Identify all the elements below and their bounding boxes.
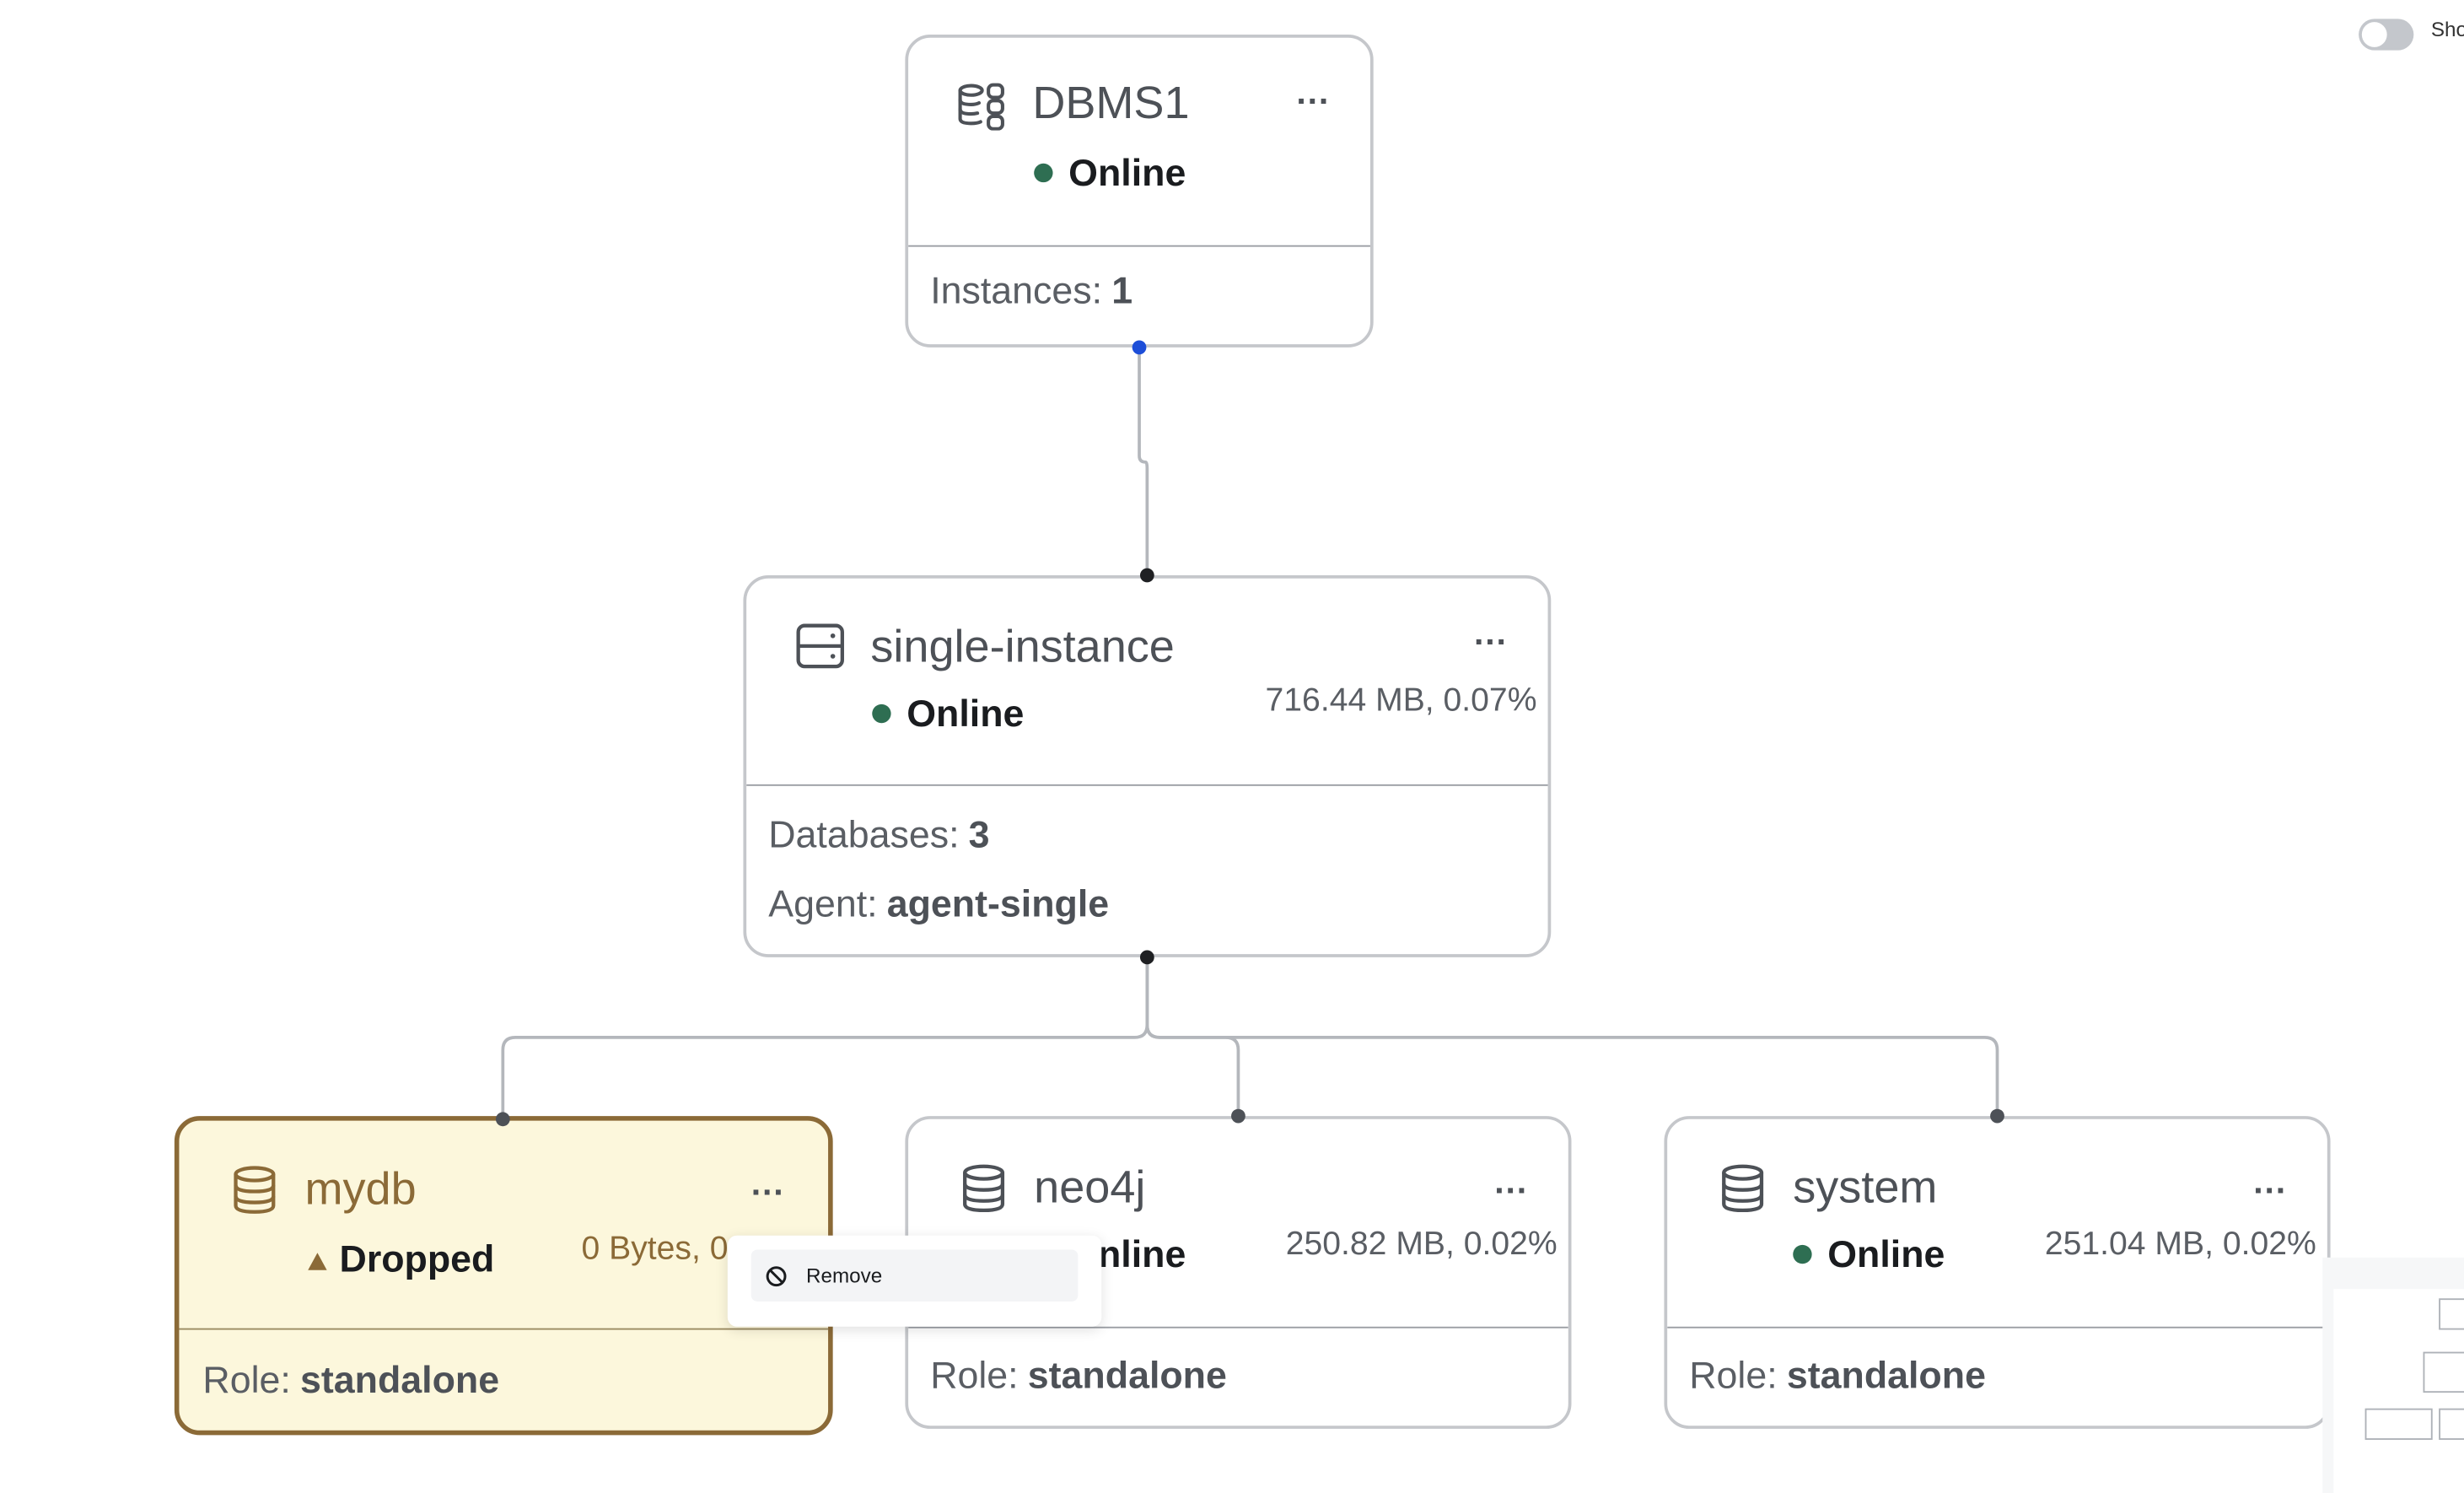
dbms-instances: Instances:1 bbox=[930, 271, 1132, 315]
agent-label: Agent: bbox=[768, 883, 878, 926]
system-status-text: Online bbox=[1827, 1233, 1945, 1277]
neo4j-target-handle[interactable] bbox=[1231, 1108, 1245, 1124]
dbms-card[interactable]: DBMS1 ... Online Instances:1 bbox=[905, 34, 1374, 348]
role-label: Role: bbox=[1689, 1355, 1778, 1398]
instance-card[interactable]: single-instance ... Online 716.44 MB, 0.… bbox=[743, 575, 1552, 957]
edge-dbms-instance bbox=[1138, 347, 1149, 576]
minimap[interactable] bbox=[2322, 1257, 2464, 1493]
remove-menu-item[interactable]: Remove bbox=[750, 1249, 1079, 1302]
instance-agent: Agent:agent-single bbox=[768, 883, 1109, 927]
mydb-target-handle[interactable] bbox=[495, 1112, 510, 1127]
warning-triangle-icon bbox=[308, 1253, 327, 1270]
instance-title: single-instance bbox=[870, 622, 1175, 673]
database-icon bbox=[960, 1163, 1008, 1221]
toggle-knob bbox=[2361, 22, 2387, 47]
databases-value: 3 bbox=[968, 814, 990, 857]
mydb-status: Dropped bbox=[308, 1238, 494, 1282]
database-cluster-icon bbox=[957, 80, 1008, 138]
mydb-title: mydb bbox=[304, 1164, 417, 1215]
instance-metrics: 716.44 MB, 0.07% bbox=[1265, 682, 1537, 719]
system-title: system bbox=[1793, 1162, 1938, 1214]
database-card-system[interactable]: system ... Online 251.04 MB, 0.02% Role:… bbox=[1664, 1116, 2331, 1429]
instance-target-handle[interactable] bbox=[1139, 568, 1154, 583]
database-card-mydb[interactable]: mydb ... Dropped 0 Bytes, 0 Role:standal… bbox=[174, 1116, 833, 1436]
show-toggle-label: Sho bbox=[2430, 17, 2464, 41]
instances-label: Instances: bbox=[930, 270, 1103, 313]
show-toggle[interactable] bbox=[2359, 19, 2414, 51]
minimap-node bbox=[2439, 1298, 2464, 1330]
databases-label: Databases: bbox=[768, 814, 960, 857]
agent-value: agent-single bbox=[886, 883, 1110, 926]
mydb-status-text: Dropped bbox=[339, 1238, 495, 1281]
online-dot bbox=[872, 703, 891, 724]
system-target-handle[interactable] bbox=[1990, 1108, 2004, 1124]
role-label: Role: bbox=[202, 1359, 291, 1403]
database-icon bbox=[1719, 1163, 1767, 1221]
edge-instance-system bbox=[1145, 957, 1999, 1117]
mydb-metrics: 0 Bytes, 0 bbox=[581, 1231, 729, 1267]
dbms-title: DBMS1 bbox=[1032, 78, 1190, 129]
online-dot bbox=[1034, 163, 1053, 183]
context-menu: Remove bbox=[727, 1235, 1102, 1327]
system-role: Role:standalone bbox=[1689, 1355, 1986, 1399]
server-icon bbox=[795, 623, 846, 677]
role-value: standalone bbox=[1786, 1355, 1986, 1398]
neo4j-role: Role:standalone bbox=[930, 1355, 1227, 1399]
role-value: standalone bbox=[299, 1359, 500, 1403]
role-label: Role: bbox=[930, 1355, 1019, 1398]
dbms-status: Online bbox=[1034, 153, 1186, 197]
mydb-role: Role:standalone bbox=[202, 1360, 499, 1404]
database-icon bbox=[231, 1165, 278, 1223]
instances-value: 1 bbox=[1111, 270, 1133, 313]
dbms-source-handle[interactable] bbox=[1132, 340, 1147, 355]
online-dot bbox=[1793, 1244, 1812, 1264]
instance-status: Online bbox=[872, 693, 1024, 737]
ban-icon bbox=[766, 1265, 787, 1286]
instance-status-text: Online bbox=[907, 693, 1025, 736]
instance-databases: Databases:3 bbox=[768, 814, 989, 858]
neo4j-title: neo4j bbox=[1034, 1162, 1146, 1214]
dbms-status-text: Online bbox=[1068, 152, 1186, 196]
system-status: Online bbox=[1793, 1234, 1945, 1278]
minimap-node bbox=[2439, 1408, 2464, 1440]
minimap-node bbox=[2423, 1351, 2464, 1393]
instance-source-handle[interactable] bbox=[1139, 950, 1154, 965]
minimap-node bbox=[2364, 1408, 2433, 1440]
remove-label: Remove bbox=[805, 1264, 883, 1288]
role-value: standalone bbox=[1027, 1355, 1227, 1398]
neo4j-metrics: 250.82 MB, 0.02% bbox=[1285, 1226, 1557, 1263]
system-metrics: 251.04 MB, 0.02% bbox=[2044, 1226, 2316, 1263]
